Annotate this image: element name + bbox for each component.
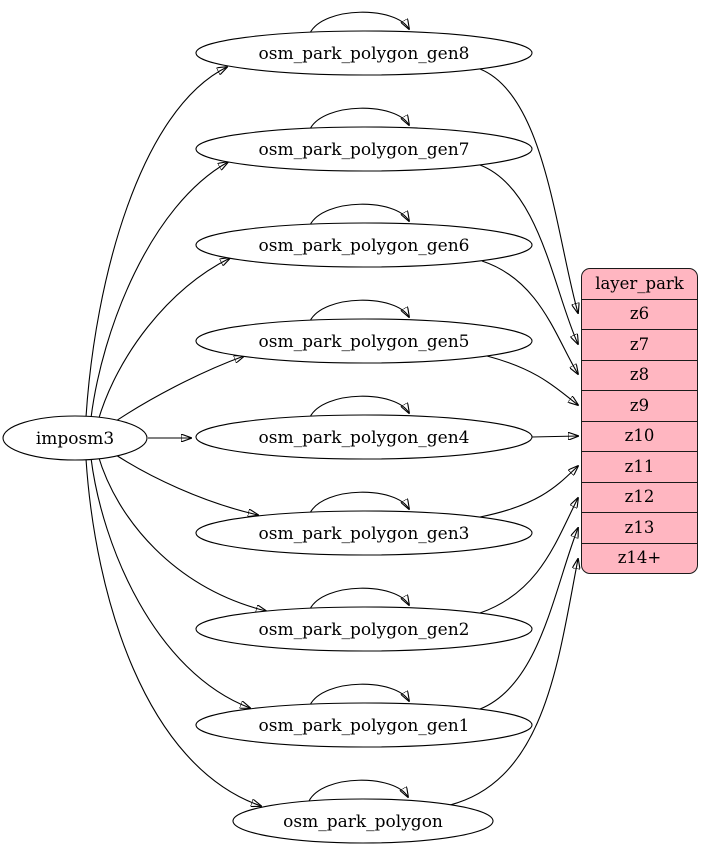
edges-from-imposm3 — [85, 67, 266, 806]
edge-imposm3-gen8 — [85, 67, 227, 418]
edge-gen8-z6 — [479, 68, 578, 313]
zoom-row-z6: z6 — [582, 298, 697, 330]
node-osm-park-polygon-gen5 — [195, 318, 533, 364]
edge-imposm3-gen3 — [109, 450, 258, 515]
edge-imposm3-gen6 — [97, 258, 230, 422]
zoom-row-z7: z7 — [582, 329, 697, 360]
edge-gen6-z8 — [481, 260, 578, 374]
self-loop-gen3 — [309, 491, 409, 514]
edge-imposm3-gen7 — [90, 162, 228, 419]
self-loop-edges — [308, 11, 409, 802]
self-loop-gen5 — [309, 299, 409, 322]
self-loop-gen7 — [309, 107, 409, 130]
node-gen1-label: osm_park_polygon_gen1 — [259, 716, 470, 736]
nodes: imposm3 osm_park_polygon_gen8 osm_park_p… — [2, 30, 533, 844]
layer-park-table: layer_park z6 z7 z8 z9 z10 z11 z12 z13 z… — [581, 268, 698, 574]
edge-imposm3-gen1 — [90, 457, 250, 708]
node-osm-park-polygon — [232, 798, 494, 844]
node-polygon-label: osm_park_polygon — [283, 812, 443, 832]
node-gen2-label: osm_park_polygon_gen2 — [259, 620, 470, 640]
self-loop-gen1 — [309, 683, 409, 706]
self-loop-gen8 — [309, 11, 409, 34]
edge-gen3-z11 — [479, 466, 578, 518]
zoom-row-z14plus: z14+ — [582, 542, 697, 574]
node-osm-park-polygon-gen2 — [195, 606, 533, 652]
edge-imposm3-gen5 — [109, 356, 244, 426]
edge-imposm3-gen2 — [97, 454, 266, 611]
layer-park-header: layer_park — [595, 273, 684, 293]
node-osm-park-polygon-gen6 — [195, 222, 533, 268]
zoom-row-z12: z12 — [582, 481, 697, 513]
zoom-row-z11: z11 — [582, 451, 697, 482]
edge-imposm3-polygon — [85, 458, 261, 806]
edge-gen5-z9 — [486, 355, 578, 405]
self-loop-gen2 — [309, 587, 409, 610]
zoom-row-z13: z13 — [582, 512, 697, 543]
edges-to-layer — [449, 68, 578, 806]
node-gen4-label: osm_park_polygon_gen4 — [259, 428, 470, 448]
node-osm-park-polygon-gen7 — [195, 126, 533, 172]
self-loop-gen6 — [309, 203, 409, 226]
edge-gen2-z12 — [479, 498, 578, 614]
node-gen6-label: osm_park_polygon_gen6 — [259, 236, 470, 256]
zoom-row-z9: z9 — [582, 390, 697, 421]
self-loop-gen4 — [309, 395, 409, 418]
node-gen3-label: osm_park_polygon_gen3 — [259, 524, 470, 544]
zoom-row-z8: z8 — [582, 359, 697, 391]
edge-gen7-z7 — [479, 164, 578, 344]
node-osm-park-polygon-gen3 — [195, 510, 533, 556]
edge-gen1-z13 — [479, 528, 578, 710]
node-imposm3 — [2, 415, 148, 461]
self-loop-polygon — [308, 779, 408, 802]
node-gen7-label: osm_park_polygon_gen7 — [259, 140, 470, 160]
edge-polygon-z14 — [449, 559, 578, 806]
zoom-row-z10: z10 — [582, 420, 697, 452]
node-osm-park-polygon-gen1 — [195, 702, 533, 748]
node-osm-park-polygon-gen8 — [195, 30, 533, 76]
node-osm-park-polygon-gen4 — [195, 414, 533, 460]
node-imposm3-label: imposm3 — [36, 429, 114, 449]
node-gen8-label: osm_park_polygon_gen8 — [259, 44, 470, 64]
node-gen5-label: osm_park_polygon_gen5 — [259, 332, 470, 352]
edge-gen4-z10 — [531, 436, 578, 437]
